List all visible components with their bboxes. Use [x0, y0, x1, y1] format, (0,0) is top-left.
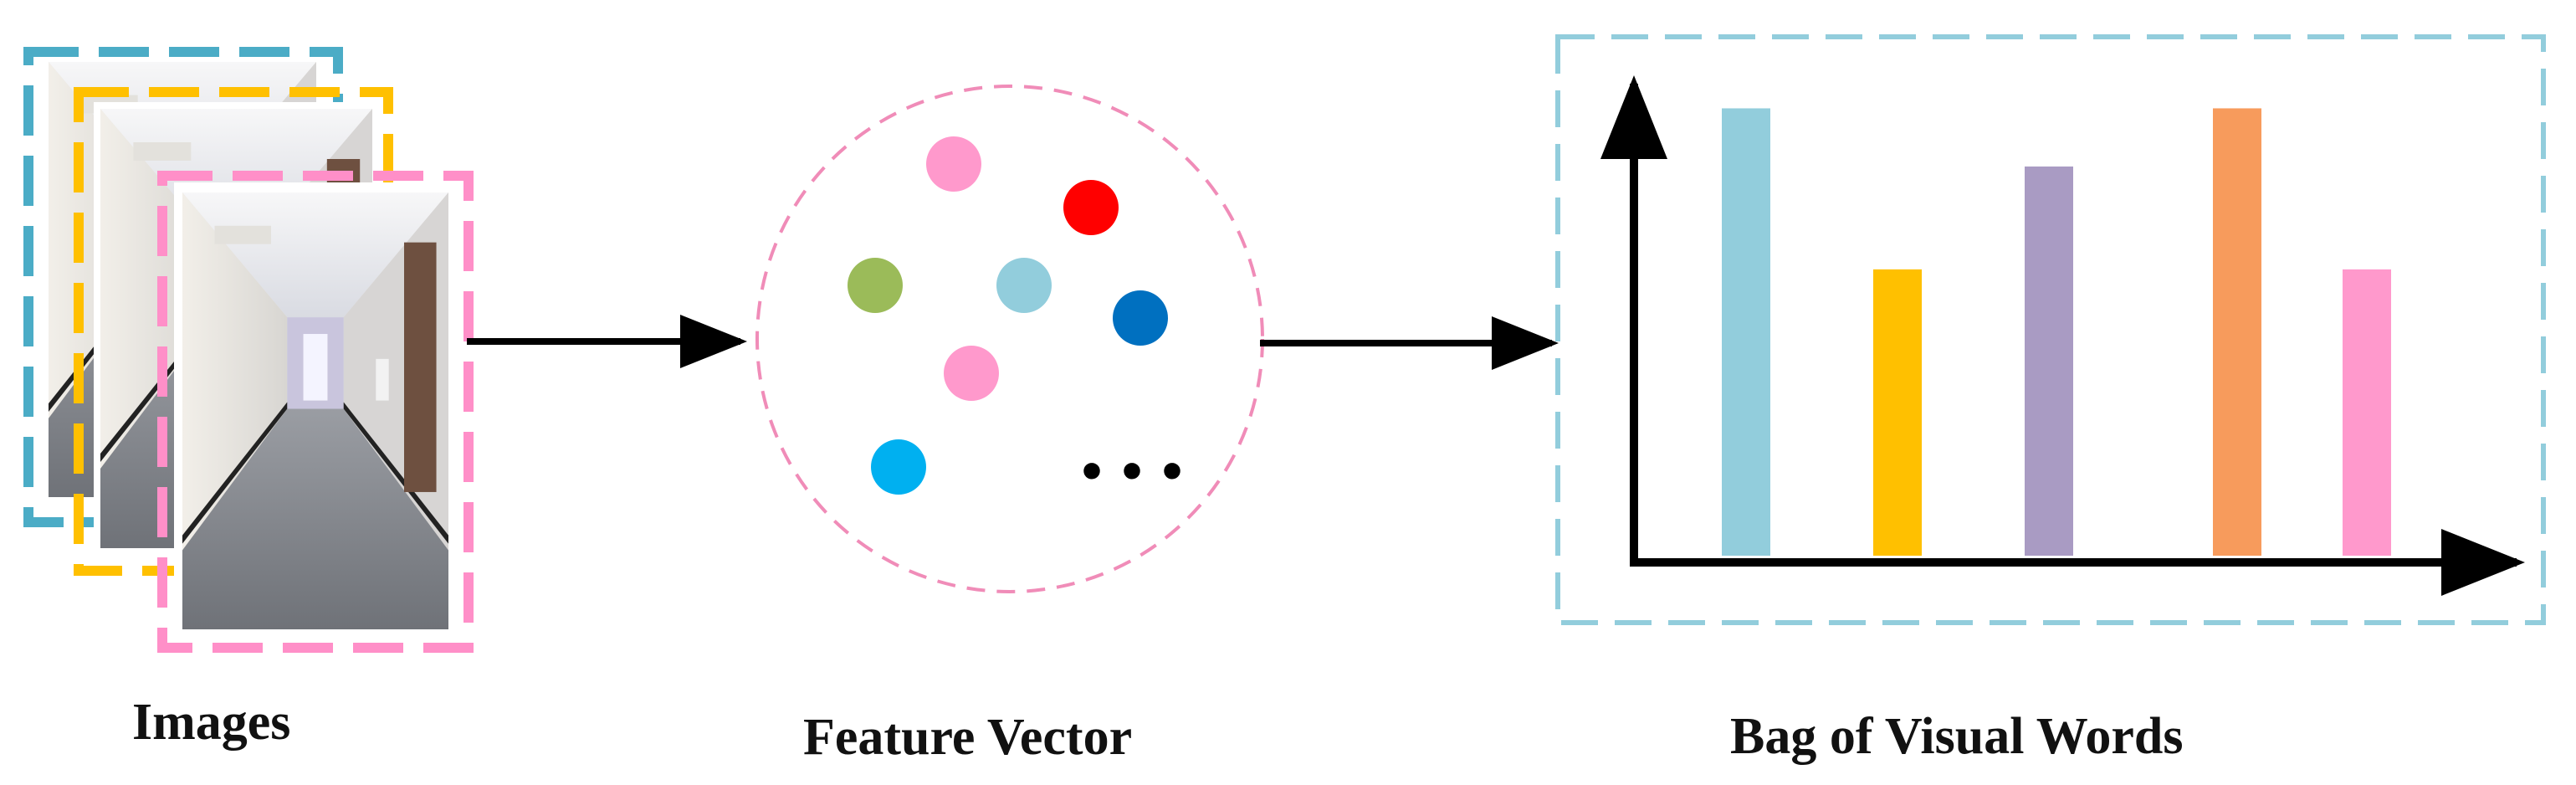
feature-dot [996, 258, 1052, 313]
histogram-bar [2343, 269, 2391, 556]
images-label: Images [132, 694, 291, 751]
histogram-bar [2213, 108, 2261, 557]
feature-vector-circle [755, 85, 1264, 593]
histogram-frame [1555, 34, 2546, 625]
feature-vector: ... [755, 85, 1264, 593]
ellipsis: ... [1079, 388, 1200, 500]
images-stack [23, 47, 474, 653]
feature-vector-label: Feature Vector [803, 709, 1133, 766]
histogram-bar [1873, 269, 1922, 556]
feature-dot [871, 439, 926, 495]
feature-dot [848, 258, 903, 313]
histogram-bar [2025, 166, 2073, 557]
histogram-bar [1722, 108, 1770, 557]
feature-dot [944, 346, 999, 401]
feature-dot [926, 136, 981, 192]
feature-dot [1113, 290, 1168, 346]
feature-dot [1063, 180, 1119, 235]
bow-histogram [1555, 34, 2546, 625]
bag-of-visual-words-label: Bag of Visual Words [1730, 708, 2184, 765]
image-frame-front [157, 171, 474, 653]
